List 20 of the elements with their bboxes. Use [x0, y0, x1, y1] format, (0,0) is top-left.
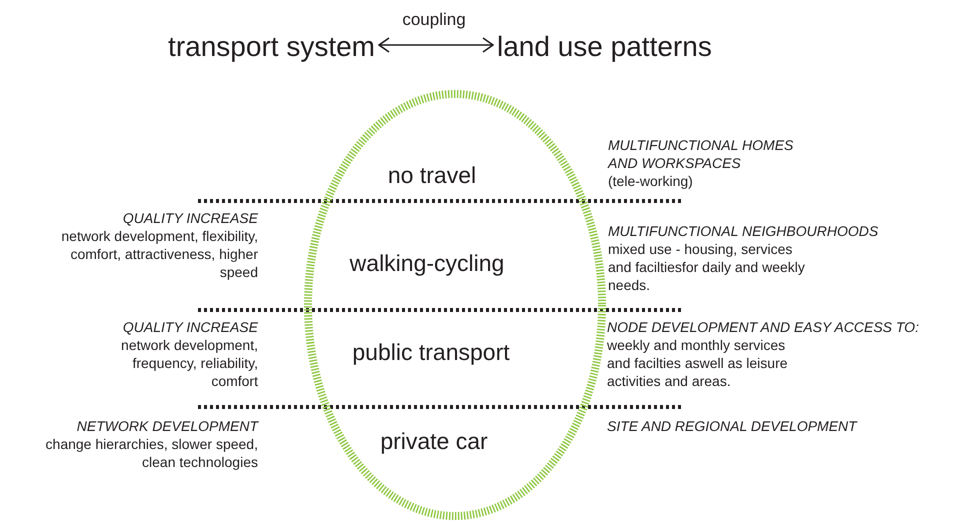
level-label: no travel — [388, 161, 476, 189]
category-heading: NODE DEVELOPMENT AND EASY ACCESS TO: — [607, 318, 920, 336]
description-text: (tele-working) — [608, 172, 694, 190]
level-label: walking-cycling — [350, 249, 504, 277]
system-title: land use patterns — [497, 31, 712, 63]
double-arrow — [378, 37, 494, 53]
description-text: network development, frequency, reliability, comfort — [120, 336, 258, 390]
description-text: network development, flexibility, comfort, attractiveness, higher speed — [60, 227, 258, 281]
category-heading: QUALITY INCREASE — [122, 209, 258, 227]
level-label: public transport — [352, 338, 510, 366]
description-text: mixed use - housing, services and faciltiesfor daily and weekly needs. — [608, 240, 806, 294]
description-text: change hierarchies, slower speed, clean technologies — [44, 435, 258, 471]
category-heading: QUALITY INCREASE — [122, 318, 258, 336]
level-label: private car — [380, 427, 488, 455]
category-heading: MULTIFUNCTIONAL NEIGHBOURHOODS — [608, 222, 880, 240]
category-heading: MULTIFUNCTIONAL HOMES AND WORKSPACES — [608, 136, 794, 172]
description-text: weekly and monthly services and facilties aswell as leisure activities and areas. — [607, 336, 789, 390]
category-heading: SITE AND REGIONAL DEVELOPMENT — [607, 417, 858, 435]
system-title: transport system — [168, 31, 375, 63]
category-heading: NETWORK DEVELOPMENT — [76, 417, 258, 435]
